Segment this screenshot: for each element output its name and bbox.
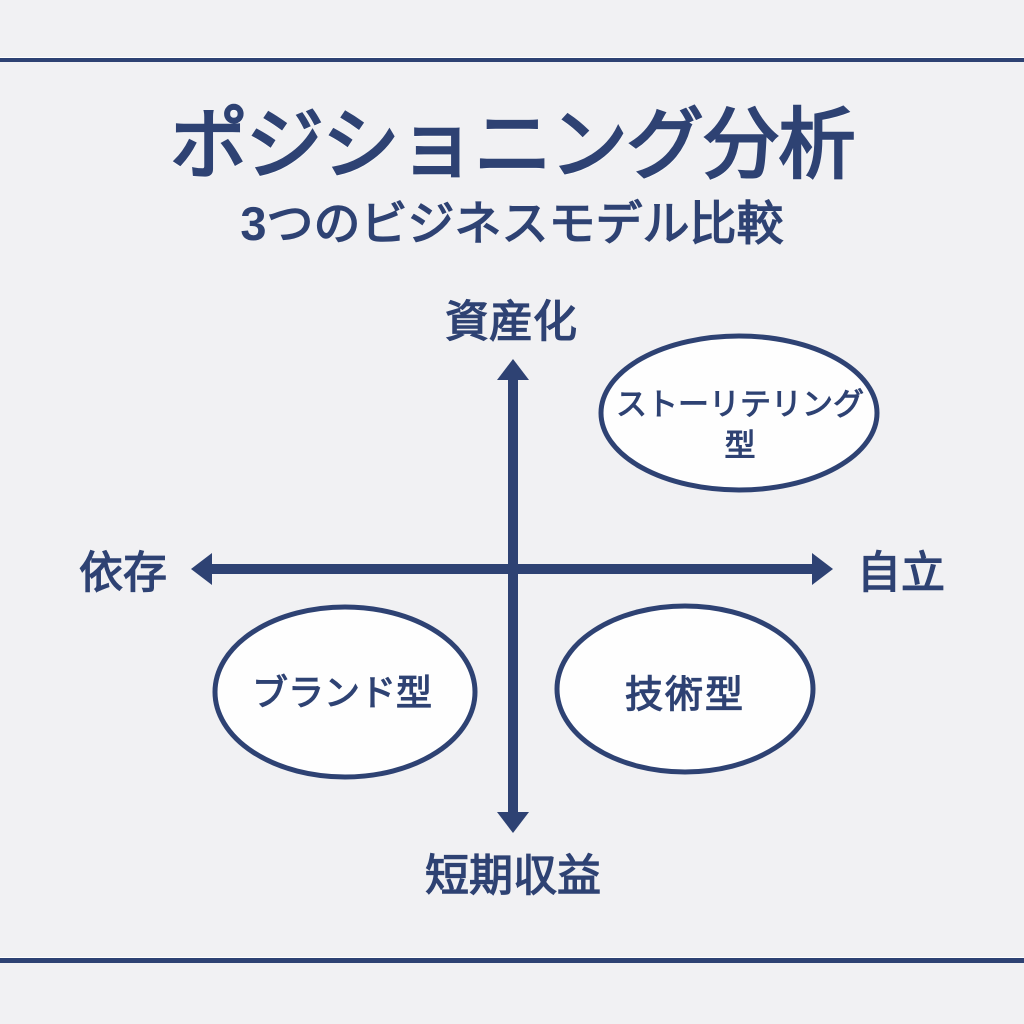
technology-bubble-label: 技術型 [624,674,746,717]
top-border-line [0,58,1024,62]
vertical-axis-shaft [508,372,518,820]
axis-label-independence: 自立 [857,548,945,598]
bottom-border-line [0,958,1024,963]
vertical-axis-arrow [497,359,529,833]
storytelling-bubble-label-line2: 型 [724,428,756,463]
page-subtitle: 3つのビジネスモデル比較 [240,197,784,251]
horizontal-axis-shaft [204,564,820,574]
left-arrowhead-icon [191,553,212,585]
axis-label-dependence: 依存 [79,548,167,598]
up-arrowhead-icon [497,359,529,380]
page-title: ポジショニング分析 [169,100,856,189]
technology-ellipse [554,603,816,775]
right-arrowhead-icon [812,553,833,585]
horizontal-axis-arrow [191,553,833,585]
brand-ellipse [212,604,478,780]
brand-bubble-label: ブランド型 [251,672,433,713]
storytelling-ellipse [598,333,880,493]
storytelling-bubble-label-line1: ストーリテリング [616,387,864,423]
down-arrowhead-icon [497,812,529,833]
storytelling-bubble-label: ストーリテリング 型 [616,385,864,467]
axis-label-short-term-profit: 短期収益 [425,851,601,901]
axis-label-asset: 資産化 [445,297,577,347]
